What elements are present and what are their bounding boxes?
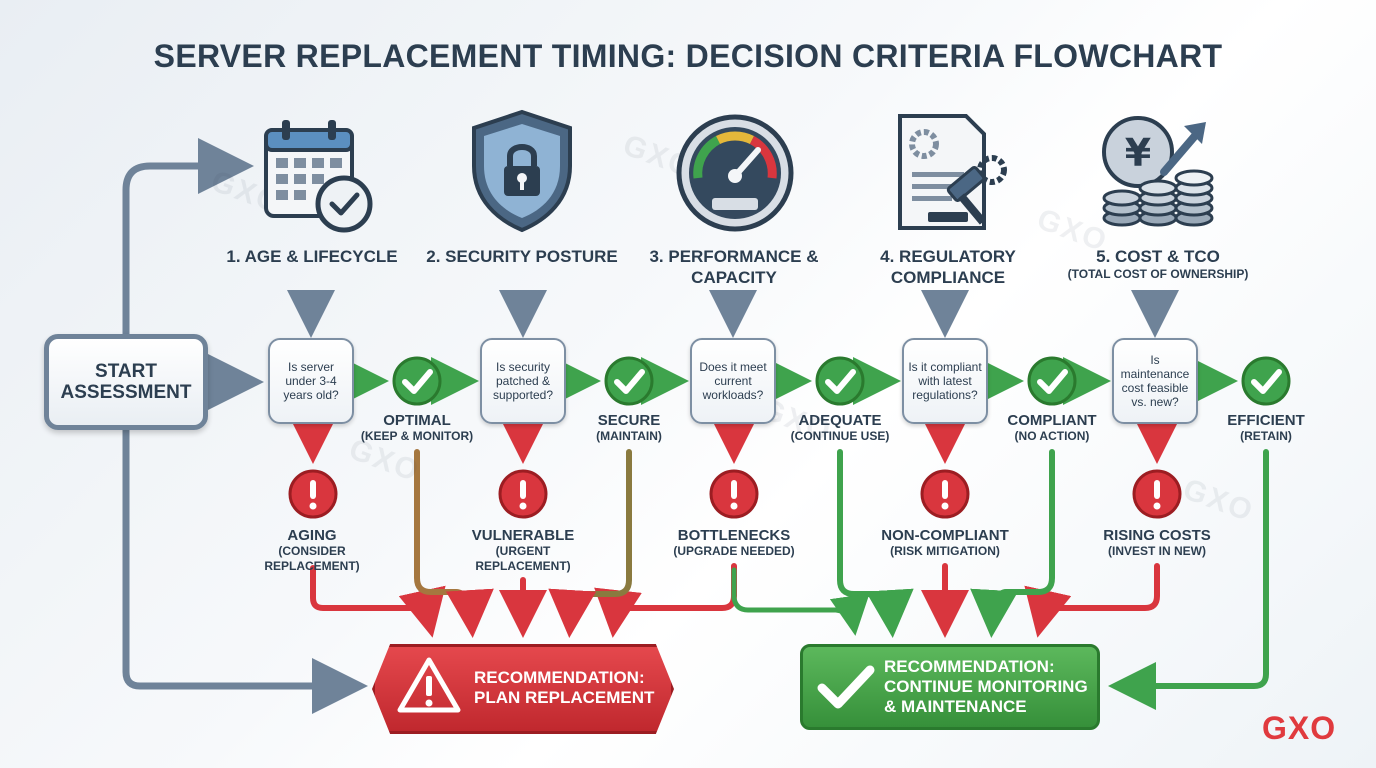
- check-circle-icon: [1241, 356, 1291, 406]
- connector-bottlenecks-to-continue: [731, 567, 870, 636]
- outcome-yes-security: SECURE(MAINTAIN): [596, 412, 662, 443]
- start-label: START ASSESSMENT: [60, 361, 192, 403]
- document-gavel-icon: [898, 114, 1007, 230]
- check-circle-icon: [815, 356, 865, 406]
- alert-circle-icon: [1132, 469, 1182, 519]
- question-box-performance: Does it meet current workloads?: [690, 338, 776, 424]
- question-box-cost: Is maintenance cost feasible vs. new?: [1112, 338, 1198, 424]
- question-box-age: Is server under 3-4 years old?: [268, 338, 354, 424]
- outcome-no-cost: RISING COSTS(INVEST IN NEW): [1103, 527, 1211, 558]
- svg-text:¥: ¥: [1125, 131, 1151, 175]
- checkmark-icon: [817, 665, 875, 709]
- check-circle-icon: [604, 356, 654, 406]
- outcome-no-age: AGING(CONSIDER REPLACEMENT): [264, 527, 360, 573]
- recommendation-replacement-box: [372, 644, 674, 734]
- speedometer-icon: [676, 114, 794, 232]
- alert-circle-icon: [498, 469, 548, 519]
- warning-triangle-icon: [397, 657, 461, 713]
- recommendation-continue-text: RECOMMENDATION: CONTINUE MONITORING & MA…: [884, 657, 1088, 716]
- calendar-clock-icon: [264, 120, 373, 233]
- outcome-no-performance: BOTTLENECKS(UPGRADE NEEDED): [673, 527, 795, 558]
- connector-start-to-age-icon: [122, 138, 254, 338]
- question-box-security: Is security patched & supported?: [480, 338, 566, 424]
- outcome-yes-performance: ADEQUATE(CONTINUE USE): [790, 412, 890, 443]
- criterion-label-compliance: 4. REGULATORY COMPLIANCE: [880, 247, 1016, 287]
- recommendation-replacement-text: RECOMMENDATION: PLAN REPLACEMENT: [474, 668, 655, 707]
- outcome-yes-age: OPTIMAL(KEEP & MONITOR): [360, 412, 474, 443]
- criterion-label-security: 2. SECURITY POSTURE: [426, 247, 618, 266]
- criterion-label-performance: 3. PERFORMANCE & CAPACITY: [649, 247, 819, 287]
- connector-compliant-to-continue: [970, 449, 1055, 638]
- connector-aging-to-replacement: [310, 565, 446, 638]
- outcome-yes-compliance: COMPLIANT(NO ACTION): [1007, 412, 1097, 443]
- alert-circle-icon: [920, 469, 970, 519]
- alert-circle-icon: [288, 469, 338, 519]
- check-circle-icon: [1027, 356, 1077, 406]
- shield-lock-icon: [472, 109, 572, 233]
- criterion-label-age: 1. AGE & LIFECYCLE: [226, 247, 398, 266]
- criterion-label-cost: 5. COST & TCO (TOTAL COST OF OWNERSHIP): [1058, 246, 1258, 282]
- outcome-no-security: VULNERABLE(URGENT REPLACEMENT): [471, 527, 575, 573]
- alert-circle-icon: [709, 469, 759, 519]
- criterion-sublabel-cost: (TOTAL COST OF OWNERSHIP): [1067, 267, 1249, 281]
- coins-growth-icon: ¥: [1102, 116, 1214, 227]
- connector-secure-to-replacement: [548, 449, 632, 638]
- check-circle-icon: [392, 356, 442, 406]
- brand-logo: GXO: [1262, 710, 1337, 746]
- connector-rising-to-continue: [1024, 563, 1160, 638]
- connector-optimal-to-replacement: [414, 449, 494, 638]
- start-assessment-box: START ASSESSMENT: [44, 334, 208, 430]
- question-box-compliance: Is it compliant with latest regulations?: [902, 338, 988, 424]
- outcome-yes-cost: EFFICIENT(RETAIN): [1227, 412, 1305, 443]
- outcome-no-compliance: NON-COMPLIANT(RISK MITIGATION): [881, 527, 1009, 558]
- connector-start-to-replacement: [122, 426, 368, 714]
- page-title: SERVER REPLACEMENT TIMING: DECISION CRIT…: [153, 38, 1223, 74]
- connector-efficient-to-continue: [1108, 449, 1269, 710]
